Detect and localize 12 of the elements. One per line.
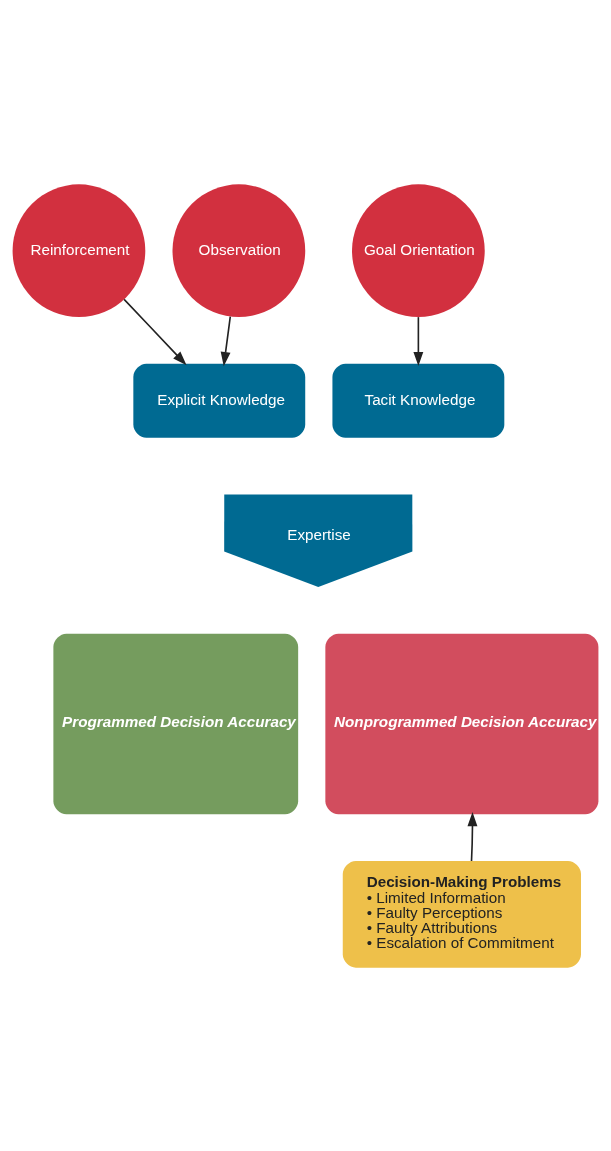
node-box: Nonprogrammed Decision Accuracy <box>325 633 599 814</box>
arrow <box>220 315 232 366</box>
arrow <box>467 811 478 862</box>
node-circle: Observation <box>172 183 306 317</box>
node-box: Programmed Decision Accuracy <box>53 633 299 814</box>
node-box: Decision-Making Problems • Limited Information • Faulty Perceptions • Faulty Attributions • Escalation of Commitment <box>342 860 581 968</box>
node-box: Tacit Knowledge <box>332 363 505 438</box>
node-circle: Goal Orientation <box>352 183 485 317</box>
arrow <box>413 315 424 366</box>
node-box: Explicit Knowledge <box>133 363 306 438</box>
node-circle: Reinforcement <box>12 183 146 317</box>
arrow <box>123 298 187 365</box>
